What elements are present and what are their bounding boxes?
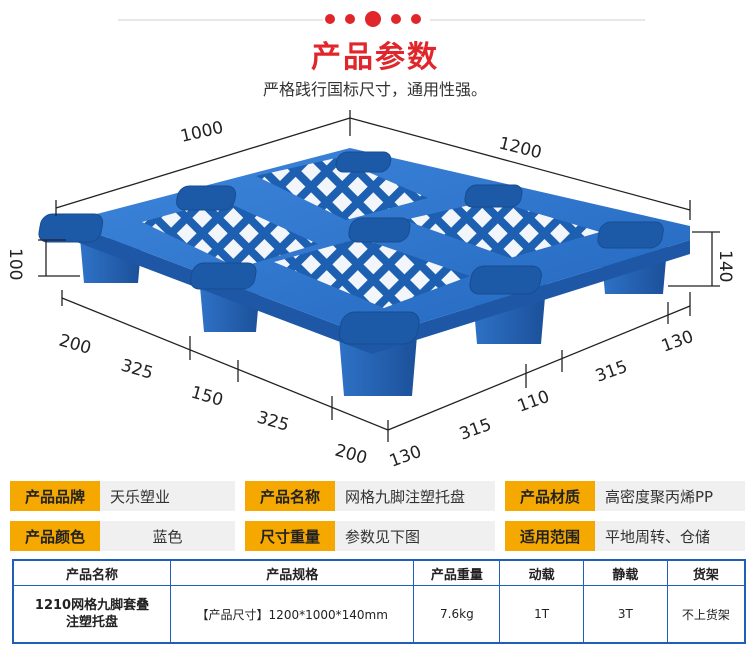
pallet-dimension-drawing: 1000 1200 100 140 200 325 150 325 200 13… [5, 110, 735, 472]
th-spec: 产品规格 [169, 559, 415, 586]
spec-row: 产品颜色 蓝色 尺寸重量 参数见下图 适用范围 平地周转、仓储 [10, 521, 745, 551]
dim-bottom-right-4: 315 [593, 357, 630, 387]
th-name: 产品名称 [12, 559, 171, 586]
dim-bottom-right-3: 110 [515, 387, 552, 417]
spec-brand: 产品品牌 天乐塑业 [10, 481, 235, 511]
dim-bottom-left-1: 200 [57, 331, 94, 359]
spec-color: 产品颜色 蓝色 [10, 521, 235, 551]
spec-usage-label: 适用范围 [505, 521, 595, 551]
spec-usage-value: 平地周转、仓储 [595, 521, 745, 551]
section-header: 产品参数 严格践行国标尺寸，通用性强。 [0, 0, 750, 100]
spec-usage: 适用范围 平地周转、仓储 [505, 521, 745, 551]
cell-weight: 7.6kg [413, 585, 501, 644]
spec-name: 产品名称 网格九脚注塑托盘 [245, 481, 495, 511]
spec-brand-label: 产品品牌 [10, 481, 100, 511]
dim-width: 1000 [179, 118, 226, 147]
spec-grid: 产品品牌 天乐塑业 产品名称 网格九脚注塑托盘 产品材质 高密度聚丙烯PP 产品… [10, 481, 745, 561]
header-dot [391, 14, 401, 24]
dim-bottom-left-2: 325 [119, 356, 156, 384]
dim-bottom-left-5: 200 [333, 441, 370, 469]
dim-bottom-right-1: 130 [387, 442, 424, 472]
dimension-lines [38, 110, 720, 442]
spec-color-value: 蓝色 [100, 521, 235, 551]
spec-name-label: 产品名称 [245, 481, 335, 511]
spec-size-label: 尺寸重量 [245, 521, 335, 551]
header-line-left [118, 19, 323, 21]
spec-name-value: 网格九脚注塑托盘 [335, 481, 495, 511]
dim-length: 1200 [497, 133, 544, 163]
th-dynamic-load: 动载 [499, 559, 584, 586]
header-dot-center [365, 11, 381, 27]
header-dot [345, 14, 355, 24]
table-header-row: 产品名称 产品规格 产品重量 动载 静载 货架 [12, 559, 746, 586]
dim-bottom-right-2: 315 [457, 415, 494, 445]
pallet-pockets [38, 151, 664, 345]
page-title: 产品参数 [311, 40, 439, 75]
dim-bottom-left-4: 325 [255, 408, 292, 436]
cell-rack: 不上货架 [666, 585, 746, 644]
dim-height-left: 100 [5, 248, 25, 280]
dim-bottom-right-5: 130 [659, 327, 696, 357]
cell-name: 1210网格九脚套叠 注塑托盘 [12, 585, 171, 644]
header-dot [325, 14, 335, 24]
cell-name-line1: 1210网格九脚套叠 [34, 598, 150, 613]
th-static-load: 静载 [582, 559, 668, 586]
pallet-deck-side [66, 222, 690, 354]
spec-size-value: 参数见下图 [335, 521, 495, 551]
page-subtitle: 严格践行国标尺寸，通用性强。 [262, 80, 487, 99]
pallet-grid-panel [274, 238, 470, 308]
spec-material-label: 产品材质 [505, 481, 595, 511]
spec-size: 尺寸重量 参数见下图 [245, 521, 495, 551]
spec-row: 产品品牌 天乐塑业 产品名称 网格九脚注塑托盘 产品材质 高密度聚丙烯PP [10, 481, 745, 511]
cell-name-line2: 注塑托盘 [65, 615, 118, 630]
cell-static-load: 3T [582, 585, 668, 644]
cell-spec: 【产品尺寸】1200*1000*140mm [169, 585, 415, 644]
product-table: 产品名称 产品规格 产品重量 动载 静载 货架 1210网格九脚套叠 注塑托盘 … [12, 559, 746, 644]
spec-material-value: 高密度聚丙烯PP [595, 481, 745, 511]
spec-color-label: 产品颜色 [10, 521, 100, 551]
th-weight: 产品重量 [413, 559, 501, 586]
spec-brand-value: 天乐塑业 [100, 481, 235, 511]
header-dot [411, 14, 421, 24]
cell-dynamic-load: 1T [499, 585, 584, 644]
pallet-grid-panel [256, 158, 428, 220]
dim-height-right: 140 [715, 250, 735, 282]
dim-bottom-left-3: 150 [189, 383, 226, 411]
header-line-right [430, 19, 645, 21]
spec-material: 产品材质 高密度聚丙烯PP [505, 481, 745, 511]
pallet-grid-panel [142, 200, 318, 268]
pallet-grid-panel [404, 200, 600, 258]
table-row: 1210网格九脚套叠 注塑托盘 【产品尺寸】1200*1000*140mm 7.… [12, 585, 746, 644]
th-rack: 货架 [666, 559, 746, 586]
